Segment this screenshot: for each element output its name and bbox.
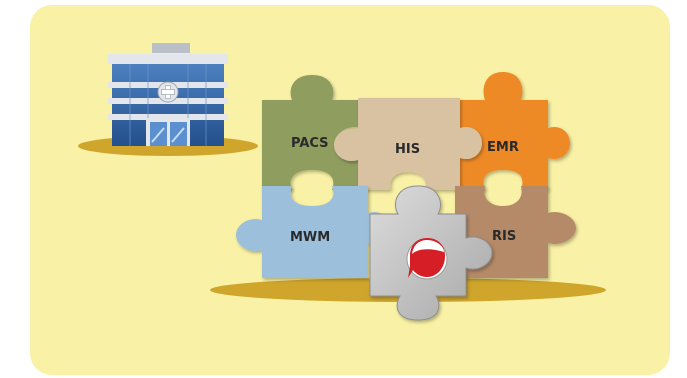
puzzle-piece-mwm: [236, 186, 390, 278]
medical-cross-icon: [157, 81, 179, 103]
label-pacs: PACS: [291, 136, 329, 151]
label-mwm: MWM: [290, 230, 330, 245]
label-emr: EMR: [487, 140, 519, 155]
hospital-building-icon: [78, 43, 258, 156]
red-drop-logo-icon: [406, 238, 448, 280]
puzzle-piece-emr: [455, 72, 570, 190]
puzzle-piece-pacs: [262, 75, 362, 190]
label-ris: RIS: [492, 229, 516, 244]
puzzle-piece-his: [334, 98, 482, 190]
label-his: HIS: [395, 142, 420, 157]
